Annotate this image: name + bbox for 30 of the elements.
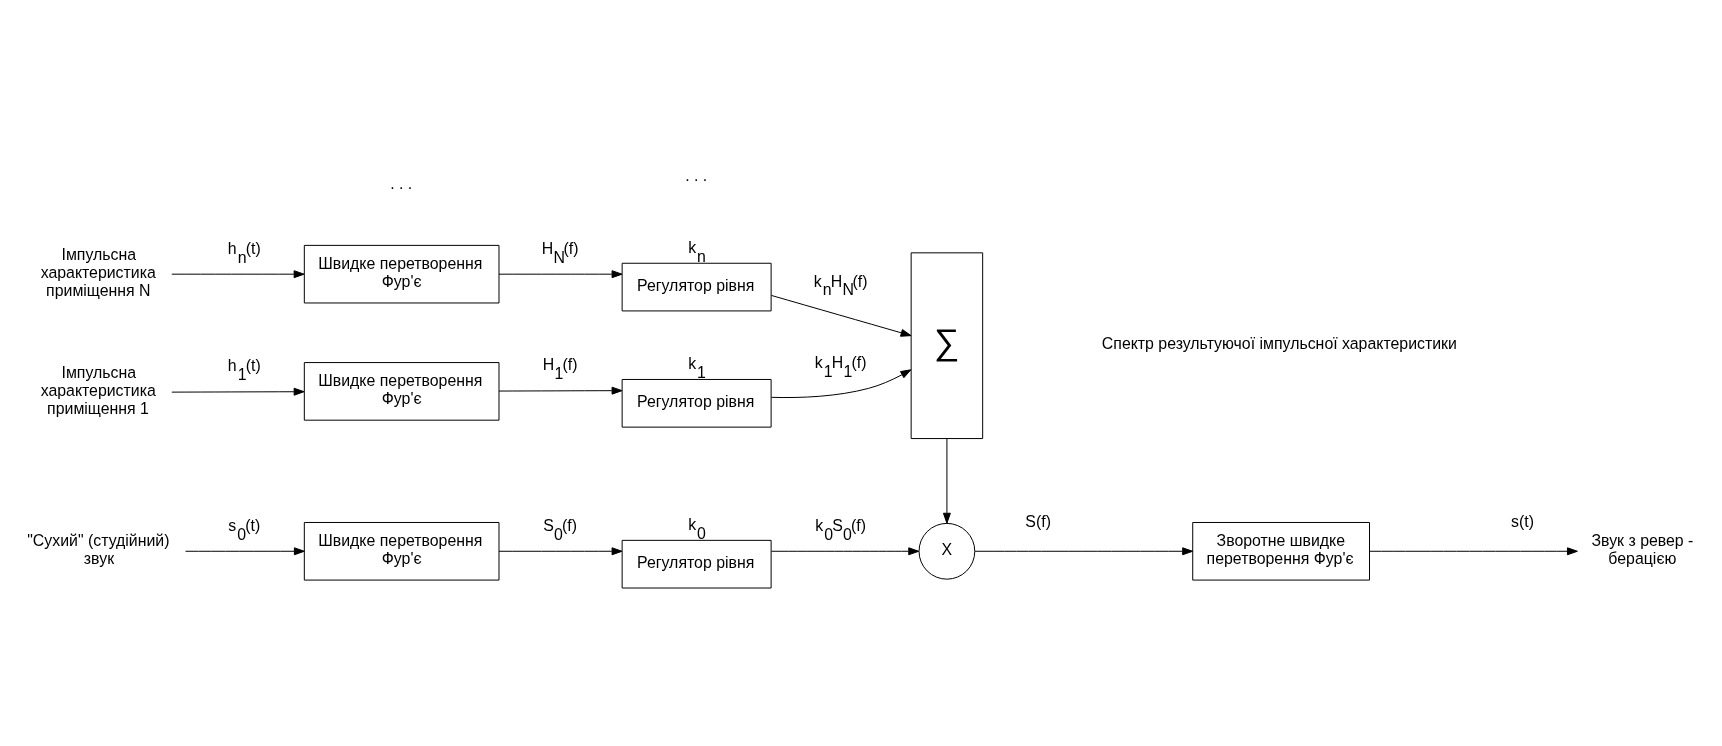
node-box: Швидке перетворення Фур'є (303, 244, 500, 303)
node-box: Регулятор рівня (621, 262, 772, 311)
node-box: Швидке перетворення Фур'є (303, 361, 500, 421)
arrow (974, 546, 1194, 555)
label: . . . (390, 174, 413, 192)
node-box: Регулятор рівня (621, 378, 772, 428)
arrow (498, 546, 623, 555)
node-box: Швидке перетворення Фур'є (303, 521, 500, 581)
node-circle: X (918, 522, 976, 580)
arrow (770, 368, 912, 398)
arrow (498, 386, 623, 395)
node-text: Імпульсна характеристика приміщення 1 (40, 363, 156, 417)
node-text: Звук з ревер - берацією (1591, 531, 1694, 567)
arrow (185, 546, 305, 555)
arrow (942, 437, 951, 524)
node-box: Зворотне швидке перетворення Фур'є (1192, 521, 1370, 581)
node-text: Імпульсна характеристика приміщення N (40, 245, 156, 299)
label: . . . (685, 166, 708, 184)
arrow (171, 387, 305, 396)
arrow (1369, 546, 1578, 555)
edge-label: s(t) (1511, 512, 1534, 530)
edge-label: S(f) (1025, 512, 1051, 530)
arrow (770, 546, 920, 555)
node-text: "Сухий" (студійний) звук (27, 531, 170, 567)
node-box: ∑ (910, 251, 984, 439)
label: Спектр результуючої імпульсної характеристики (1101, 334, 1457, 352)
node-box: Регулятор рівня (621, 539, 772, 589)
arrow (171, 269, 305, 278)
arrow (770, 294, 912, 337)
arrow (498, 269, 623, 278)
